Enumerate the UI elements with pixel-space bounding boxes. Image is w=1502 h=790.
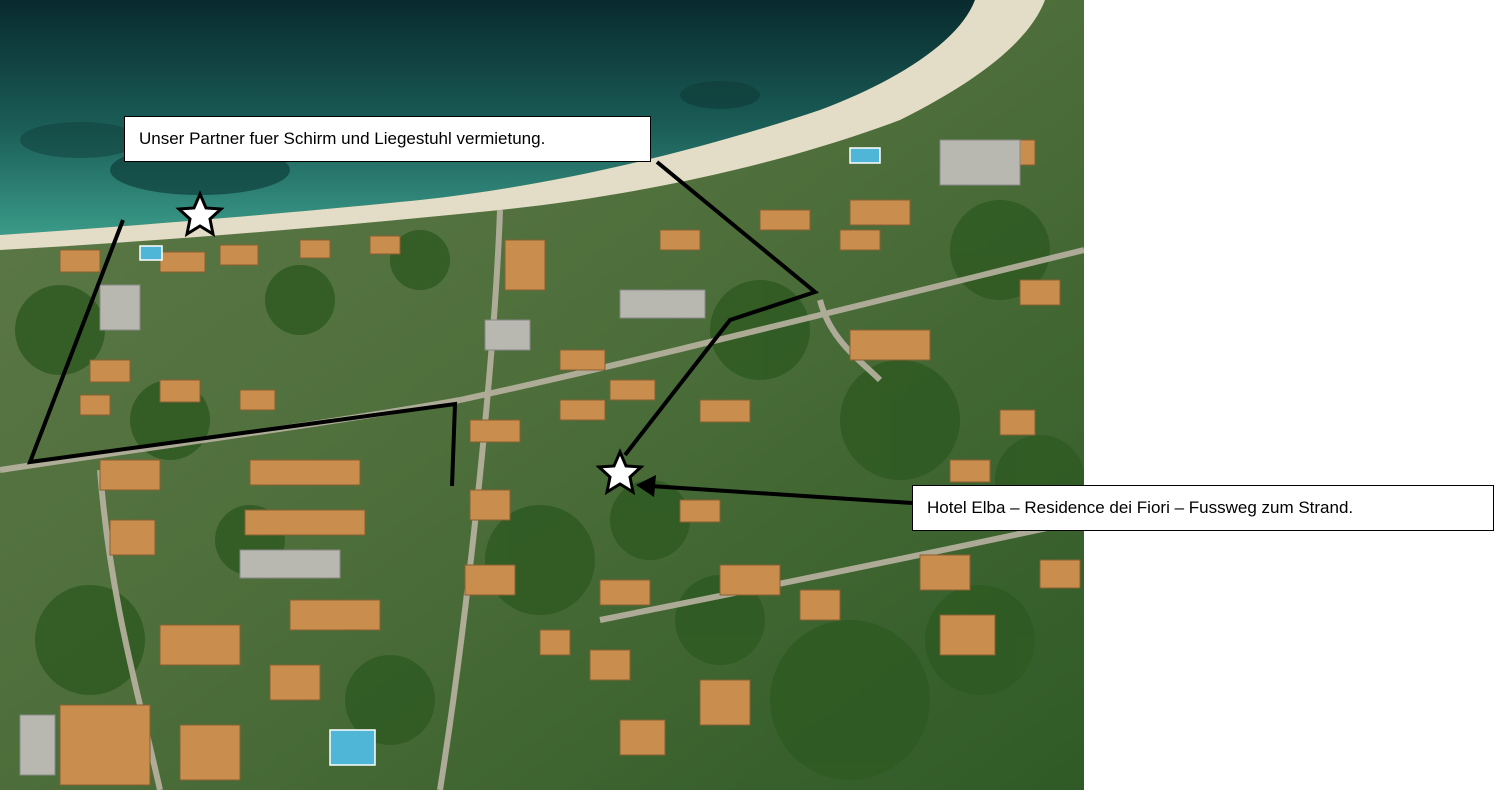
beach-partner-star-icon <box>175 190 225 238</box>
buildings <box>59 139 1081 786</box>
walking-route <box>26 219 458 487</box>
callout-hotel-text: Hotel Elba – Residence dei Fiori – Fussw… <box>927 498 1354 517</box>
callout-leader-hotel <box>649 484 913 505</box>
sea-seagrass-patch <box>20 122 140 158</box>
arrow-head-icon <box>636 475 656 497</box>
callout-leader-beach <box>623 160 820 457</box>
callout-beach-partner-text: Unser Partner fuer Schirm und Liegestuhl… <box>139 129 546 148</box>
flat-roofs <box>19 139 1021 776</box>
swimming-pools <box>139 147 881 766</box>
beach-strip <box>0 0 1045 250</box>
roads <box>0 209 1084 790</box>
callout-beach-partner: Unser Partner fuer Schirm und Liegestuhl… <box>124 116 651 162</box>
callout-hotel: Hotel Elba – Residence dei Fiori – Fussw… <box>912 485 1494 531</box>
sea-seagrass-patch <box>680 81 760 109</box>
hotel-star-icon <box>595 448 645 496</box>
